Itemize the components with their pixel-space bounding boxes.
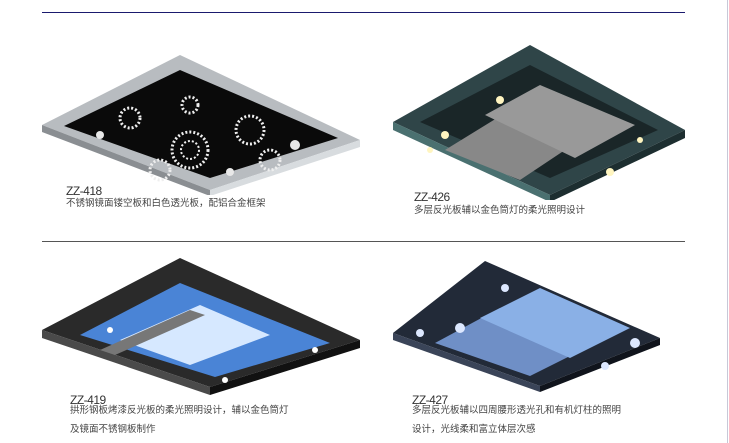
ceiling-image-zz-426: [393, 45, 685, 200]
product-description: 拱形钢板烤漆反光板的柔光照明设计，辅以金色筒灯 及镜面不锈钢板制作: [70, 401, 289, 439]
ceiling-image-zz-418: [42, 55, 360, 195]
product-code: ZZ-419: [70, 393, 106, 407]
top-rule: [42, 12, 685, 13]
product-description: 多层反光板辅以四周腰形透光孔和有机灯柱的照明 设计，光线柔和富立体层次感: [412, 401, 621, 439]
product-description: 多层反光板辅以金色筒灯的柔光照明设计: [414, 201, 585, 220]
description-line: 拱形钢板烤漆反光板的柔光照明设计，辅以金色筒灯: [70, 405, 289, 416]
product-code: ZZ-418: [66, 184, 102, 198]
product-code: ZZ-426: [414, 190, 450, 204]
page-edge: [727, 0, 728, 443]
description-line: 多层反光板辅以金色筒灯的柔光照明设计: [414, 205, 586, 216]
description-line: 多层反光板辅以四周腰形透光孔和有机灯柱的照明: [412, 405, 622, 416]
product-description: 不锈钢镜面镂空板和白色透光板，配铝合金框架: [66, 194, 266, 213]
description-line: 及镜面不锈钢板制作: [70, 424, 156, 435]
description-line: 设计，光线柔和富立体层次感: [412, 424, 536, 435]
ceiling-image-zz-427: [393, 261, 660, 392]
description-line: 不锈钢镜面镂空板和白色透光板，配铝合金框架: [66, 198, 266, 209]
middle-divider: [42, 241, 685, 242]
product-code: ZZ-427: [412, 393, 448, 407]
ceiling-image-zz-419: [42, 258, 360, 395]
